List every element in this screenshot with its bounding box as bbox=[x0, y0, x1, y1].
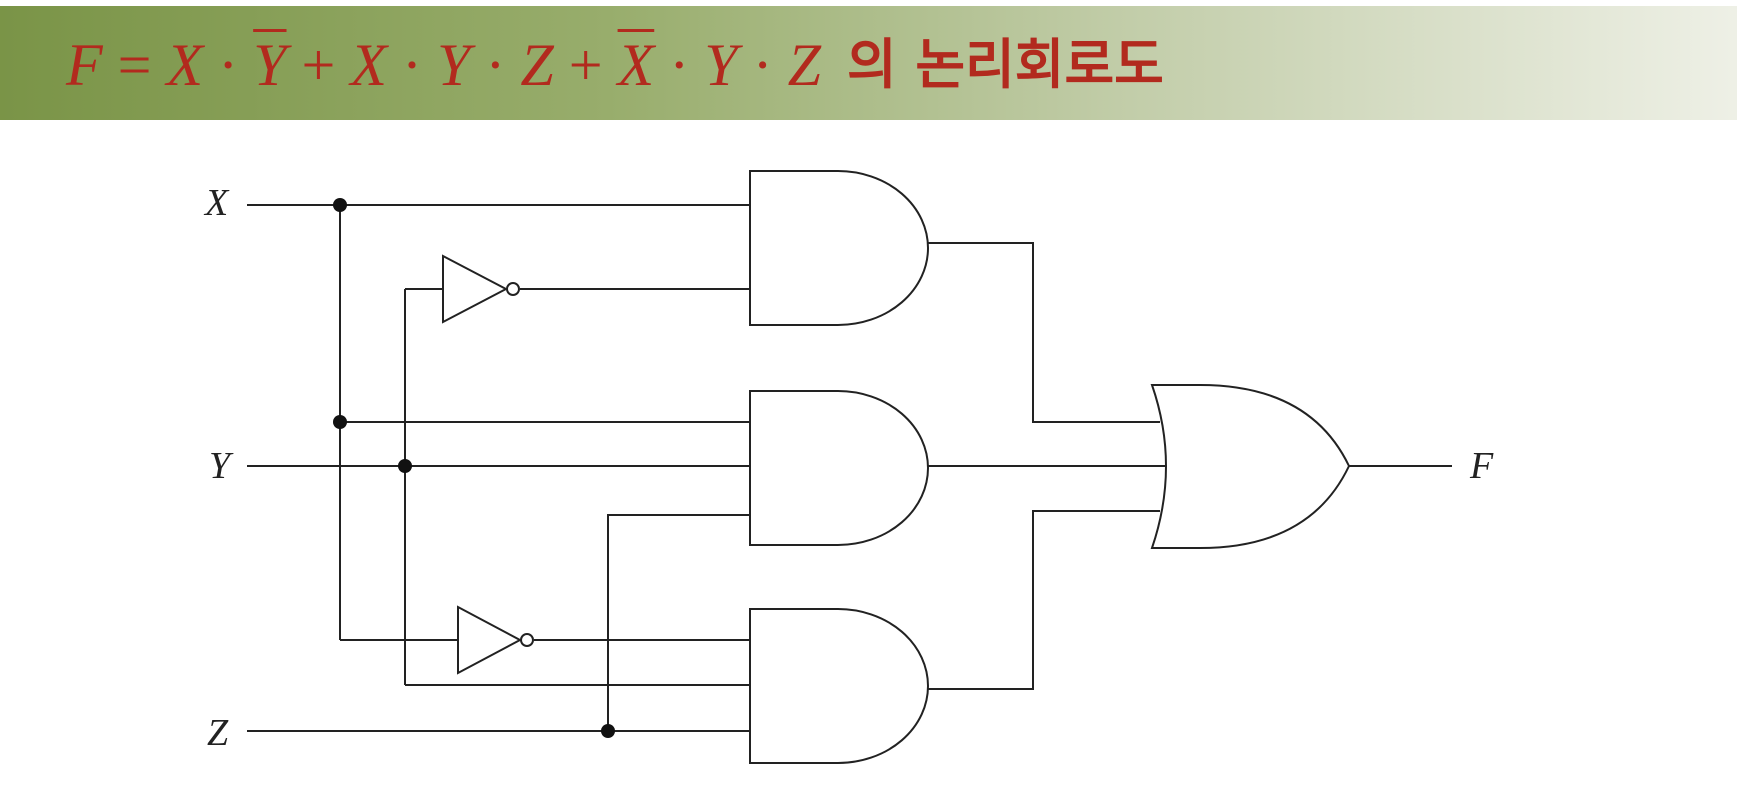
not-gate-x bbox=[457, 605, 523, 675]
input-label-z: Z bbox=[207, 712, 229, 754]
junction-x-and2 bbox=[333, 415, 347, 429]
formula-and-op: · bbox=[402, 32, 422, 98]
title-banner bbox=[0, 6, 1737, 120]
formula-term2-z: Z bbox=[520, 32, 554, 98]
formula-and-op: · bbox=[752, 32, 773, 98]
or-gate bbox=[1150, 384, 1351, 549]
formula-or-op: + bbox=[301, 32, 336, 98]
output-label-f: F bbox=[1469, 445, 1494, 487]
formula-term3-y: Y bbox=[704, 32, 738, 98]
formula-term2-y: Y bbox=[437, 32, 471, 98]
formula-term3-xbar: X bbox=[617, 32, 655, 98]
junction-y bbox=[398, 459, 412, 473]
boolean-expression: F = X · Y + X · Y · Z + X · Y · Z bbox=[66, 35, 821, 95]
wire-z-to-and2 bbox=[607, 514, 750, 731]
and-gate-2 bbox=[749, 390, 929, 546]
not-gate-x-bubble bbox=[520, 633, 534, 647]
wire-and3-to-or bbox=[928, 510, 1160, 690]
not-gate-y bbox=[442, 254, 509, 324]
formula-or-op: + bbox=[568, 32, 603, 98]
formula-output-var: F bbox=[66, 32, 103, 98]
and-gate-3 bbox=[749, 608, 929, 764]
formula-term1-ybar: Y bbox=[253, 32, 287, 98]
formula-and-op: · bbox=[485, 32, 506, 98]
formula-term2-x: X bbox=[350, 32, 388, 98]
input-label-x: X bbox=[203, 182, 230, 224]
title-suffix: 의 논리회로도 bbox=[846, 33, 1164, 96]
formula-term3-z: Z bbox=[787, 32, 821, 98]
not-gate-y-bubble bbox=[506, 282, 520, 296]
and-gate-1 bbox=[749, 170, 929, 326]
formula-and-op: · bbox=[669, 32, 690, 98]
slide-title: F = X · Y + X · Y · Z + X · Y · Z 의 논리회로… bbox=[66, 20, 1164, 110]
input-label-y: Y bbox=[209, 445, 234, 487]
wire-and1-to-or bbox=[928, 242, 1160, 423]
formula-and-op: · bbox=[218, 32, 239, 98]
formula-term1-x: X bbox=[166, 32, 204, 98]
junction-z bbox=[601, 724, 615, 738]
junction-x bbox=[333, 198, 347, 212]
formula-equals: = bbox=[117, 32, 152, 98]
